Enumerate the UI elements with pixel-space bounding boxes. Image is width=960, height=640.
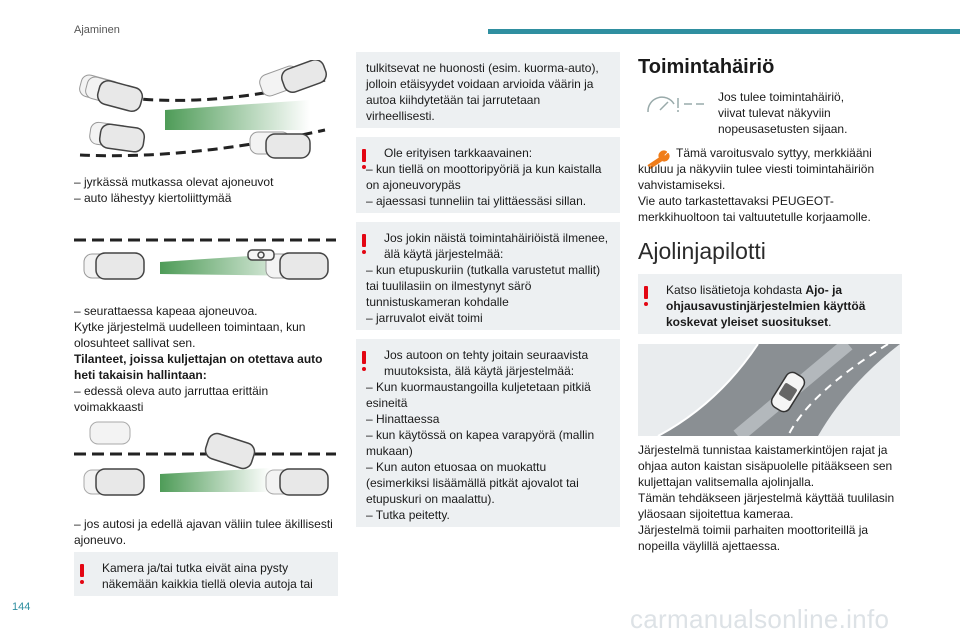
warning-box-malfunctions: Jos jokin näistä toimintahäiriöistä ilme…: [356, 222, 620, 330]
list-item: – edessä oleva auto jarruttaa erittäin v…: [74, 384, 269, 414]
exclamation-icon: [360, 234, 368, 256]
warning-box-modifications: Jos autoon on tehty joitain seuraavista …: [356, 339, 620, 527]
exclamation-icon: [360, 351, 368, 373]
watermark: carmanualsonline.info: [630, 604, 890, 634]
list-item: – jos autosi ja edellä ajavan väliin tul…: [74, 517, 333, 547]
exclamation-icon: [78, 564, 86, 586]
narrow-vehicle-illustration: [70, 228, 338, 290]
warning-box-continued: tulkitsevat ne huonosti (esim. kuorma-au…: [356, 52, 620, 128]
fault-text-display: Jos tulee toimintahäiriö, viivat tulevat…: [718, 90, 848, 136]
list-item: – seurattaessa kapeaa ajoneuvoa.: [74, 304, 258, 318]
section-title: Ajaminen: [74, 24, 120, 36]
recommendations-link[interactable]: Ajo- ja ohjausavustinjärjestelmien käytt…: [666, 283, 866, 329]
narrow-vehicle-text: – seurattaessa kapeaa ajoneuvoa. Kytke j…: [74, 303, 338, 415]
speed-gauge-dashes-icon: [647, 96, 704, 113]
cut-in-vehicle-illustration: [70, 418, 338, 504]
header-accent-bar: [488, 29, 960, 34]
exclamation-icon: [360, 149, 368, 171]
lane-pilot-title: Ajolinjapilotti: [638, 238, 766, 264]
wrench-icon: [647, 150, 670, 169]
warning-box-lane-pilot: Katso lisätietoja kohdasta Ajo- ja ohjau…: [638, 274, 902, 334]
driver-takeover-heading: Tilanteet, joissa kuljettajan on otettav…: [74, 352, 323, 382]
lane-pilot-illustration: [638, 344, 900, 436]
list-item: – auto lähestyy kiertoliittymää: [74, 191, 232, 205]
curve-vehicles-illustration: [70, 60, 338, 164]
warning-box-attention: Ole erityisen tarkkaavainen: – kun tiell…: [356, 137, 620, 213]
lane-pilot-description: Järjestelmä tunnistaa kaistamerkintöjen …: [638, 443, 895, 553]
fault-title: Toimintahäiriö: [638, 56, 775, 78]
exclamation-icon: [642, 286, 650, 308]
page-number: 144: [12, 601, 31, 613]
cut-in-text: – jos autosi ja edellä ajavan väliin tul…: [74, 516, 338, 548]
curve-situations-list: – jyrkässä mutkassa olevat ajoneuvot – a…: [74, 174, 338, 206]
list-item: – jyrkässä mutkassa olevat ajoneuvot: [74, 175, 274, 189]
fault-text-warning: Tämä varoitusvalo syttyy, merkkiääni kuu…: [638, 146, 875, 224]
restart-text: Kytke järjestelmä uudelleen toimintaan, …: [74, 320, 306, 350]
warning-box-camera: Kamera ja/tai tutka eivät aina pysty näk…: [74, 552, 338, 596]
